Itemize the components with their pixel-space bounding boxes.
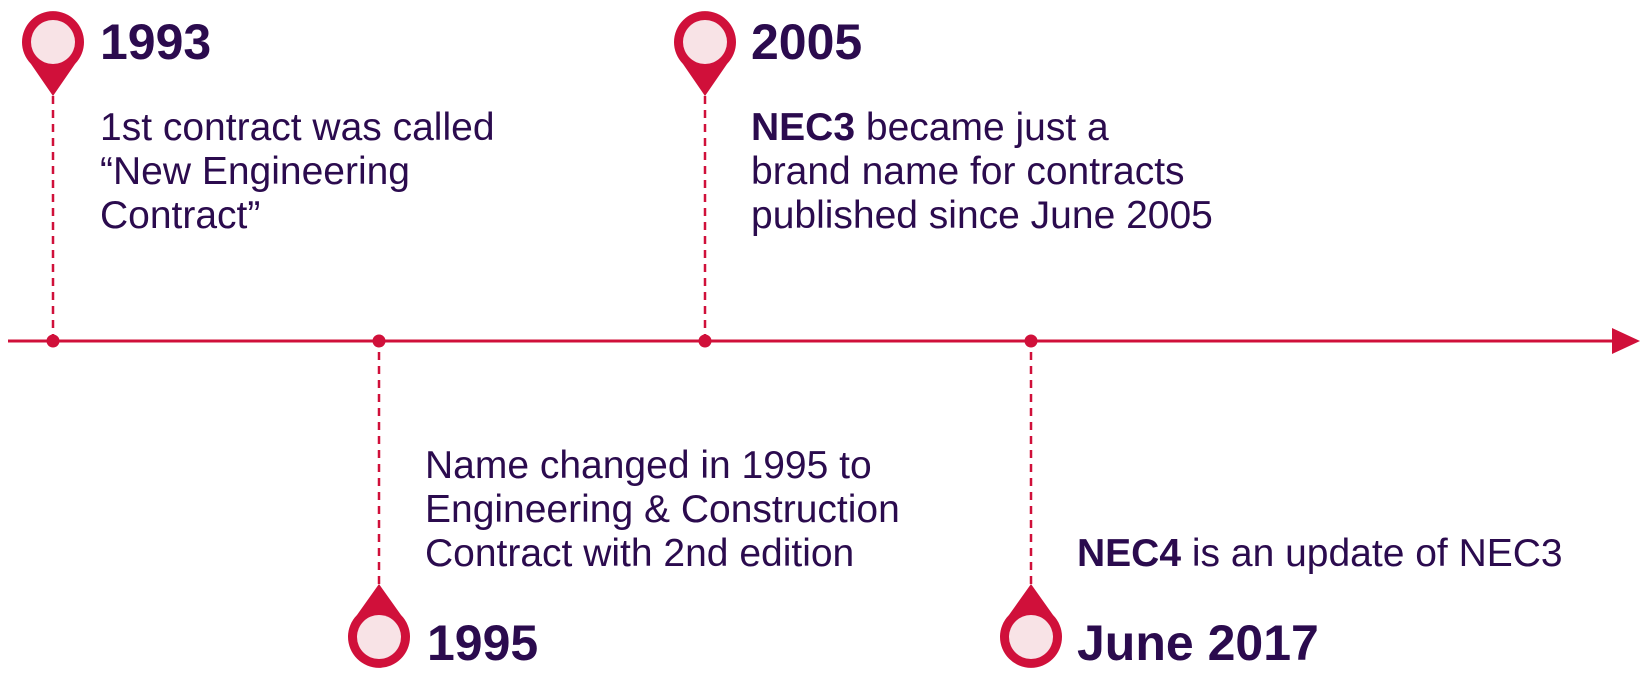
event-description-line: NEC3 became just a: [751, 106, 1213, 150]
event-year-2017: June 2017: [1077, 615, 1319, 671]
map-pin-icon: [1000, 584, 1062, 668]
timeline-dot-2017: [1024, 334, 1038, 348]
event-description-1993: 1st contract was called “New Engineering…: [100, 106, 495, 238]
event-description-2017: NEC4 is an update of NEC3: [1077, 532, 1563, 576]
pin-center: [31, 20, 75, 64]
event-description-text: is an update of NEC3: [1181, 532, 1563, 575]
timeline-markers: [46, 334, 1038, 348]
timeline-arrowhead: [1612, 328, 1640, 354]
pin-center: [683, 20, 727, 64]
map-pin-icon: [674, 11, 736, 97]
timeline-dot-2005: [698, 334, 712, 348]
event-description-line: brand name for contracts: [751, 150, 1185, 193]
event-description-line: Engineering & Construction: [425, 488, 900, 531]
event-description-line: “New Engineering: [100, 150, 411, 193]
nec3-label: NEC3: [751, 106, 856, 149]
event-description-line: Contract with 2nd edition: [425, 532, 855, 575]
event-description-1995: Name changed in 1995 to Engineering & Co…: [425, 444, 900, 576]
event-year-1995: 1995: [427, 615, 539, 671]
pin-center: [357, 615, 401, 659]
event-description-2005: NEC3 became just a brand name for contra…: [751, 106, 1213, 238]
pin-center: [1009, 615, 1053, 659]
event-description-line: NEC4 is an update of NEC3: [1077, 532, 1563, 576]
map-pin-icon: [347, 584, 410, 668]
timeline-connectors: [51, 96, 1033, 584]
event-description-line: Name changed in 1995 to: [425, 444, 872, 487]
timeline-dot-1993: [46, 334, 60, 348]
event-year-1993: 1993: [100, 14, 212, 70]
map-pin-icon: [21, 11, 85, 96]
event-description-line: Contract”: [100, 194, 261, 237]
event-year-2005: 2005: [751, 14, 863, 70]
timeline-dot-1995: [372, 334, 386, 348]
event-description-line: published since June 2005: [751, 194, 1213, 237]
nec4-label: NEC4: [1077, 532, 1182, 575]
timeline-pins: [21, 11, 1062, 668]
event-description-line: 1st contract was called: [100, 106, 495, 149]
event-description-text: became just a: [855, 106, 1109, 149]
